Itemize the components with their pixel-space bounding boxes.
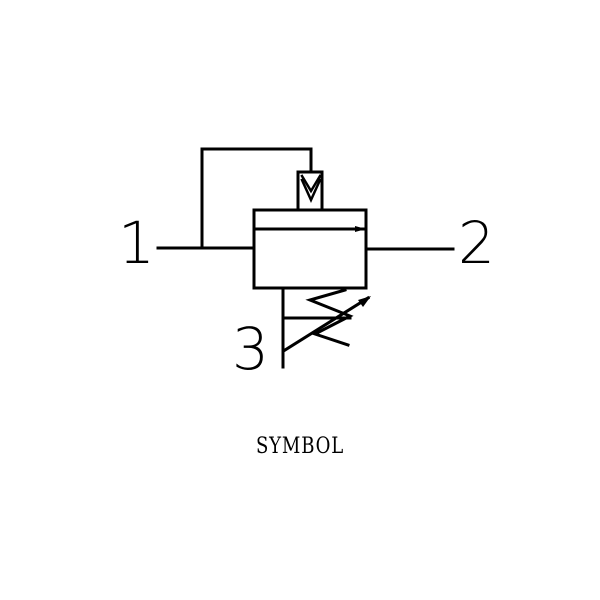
adjust-arrowhead-icon — [358, 296, 371, 307]
port-2-label: 2 — [458, 209, 495, 277]
pilot-line — [200, 147, 313, 250]
valve-body — [252, 208, 368, 290]
spring-icon — [305, 288, 354, 347]
diagram-caption: SYMBOL — [255, 434, 345, 459]
port-1-label: 1 — [118, 209, 155, 277]
flow-arrowhead-icon — [355, 226, 366, 232]
pilot-check-icon-v — [300, 178, 322, 204]
pilot-check-icon — [300, 174, 322, 194]
port-3-label: 3 — [232, 315, 269, 383]
adjustable-arrow-icon — [282, 295, 371, 353]
